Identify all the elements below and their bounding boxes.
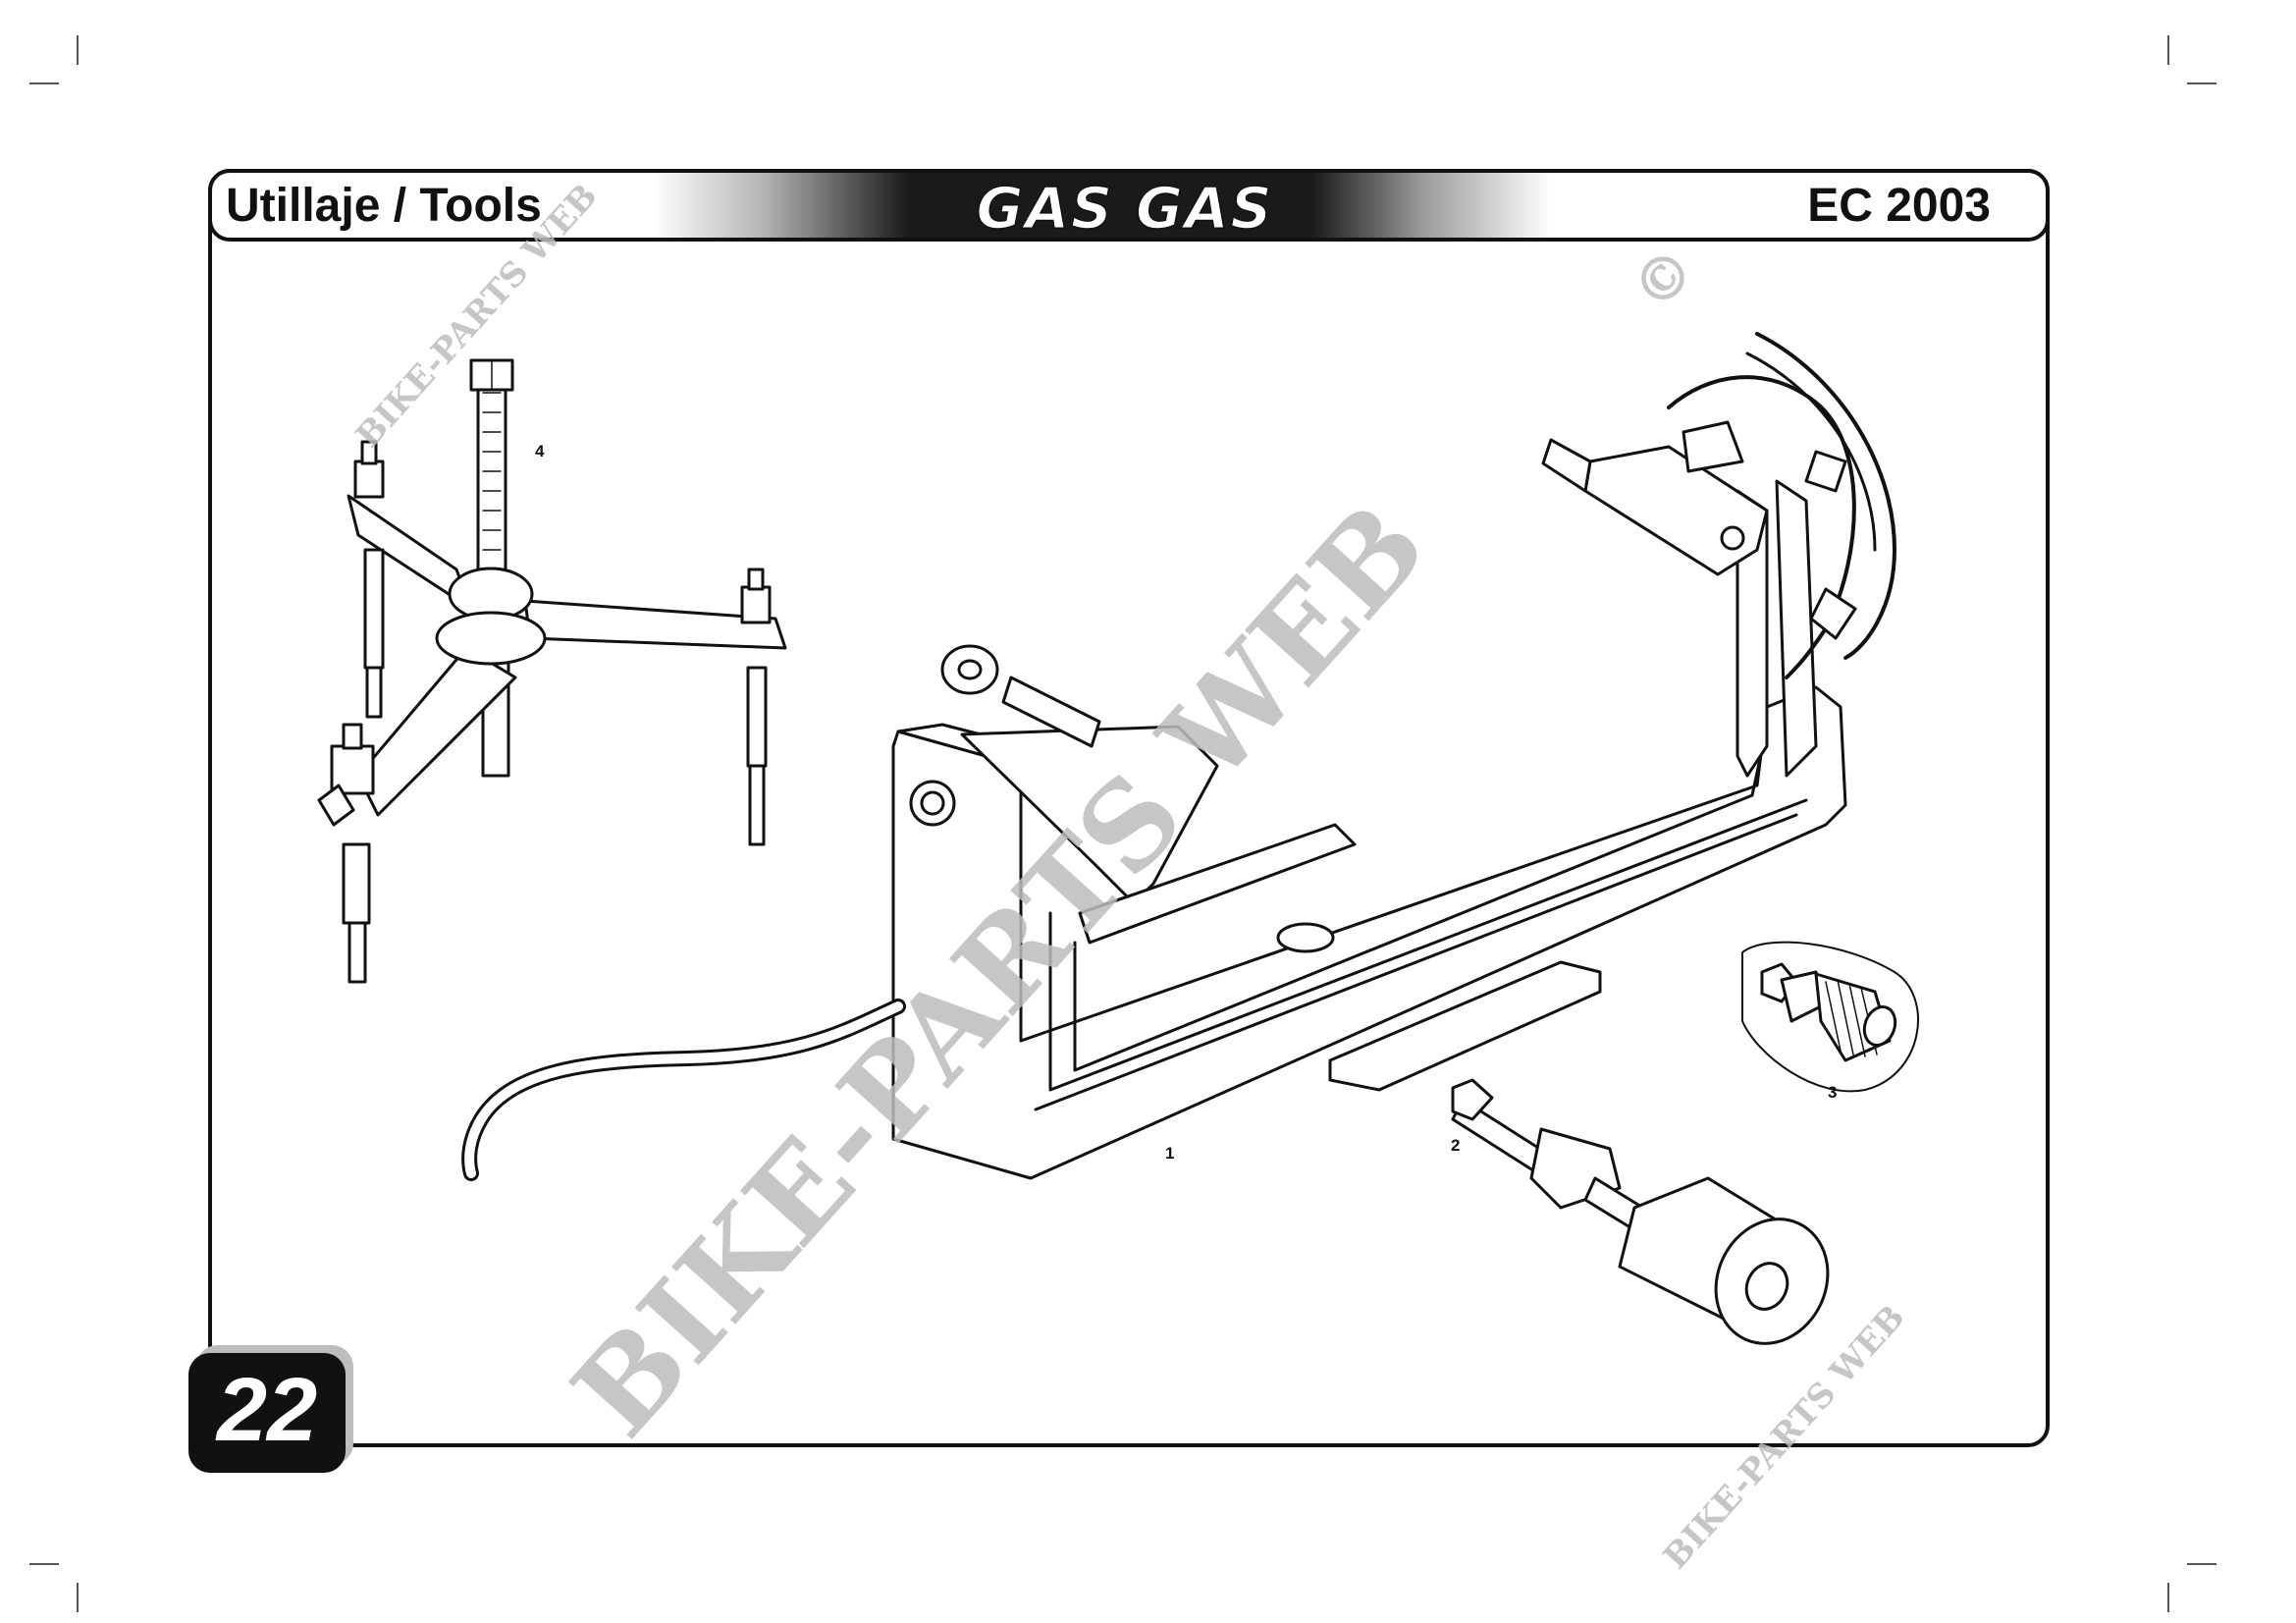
puller-leg — [363, 548, 385, 670]
puller-leg — [746, 666, 768, 768]
puller-hub-lower — [435, 611, 547, 666]
frame-base-plate — [1328, 960, 1602, 1092]
crop-mark — [2187, 1563, 2216, 1565]
callout-1: 1 — [1165, 1144, 1174, 1163]
crop-mark — [29, 82, 59, 84]
tool-3-extractor — [1741, 941, 1919, 1093]
frame-slide-bar — [1078, 823, 1357, 945]
brand-text: GAS GAS — [977, 175, 1274, 240]
callout-4: 4 — [535, 442, 545, 460]
page-number: 22 — [216, 1360, 318, 1460]
page-number-tab: 22 — [188, 1353, 346, 1473]
puller-arm-front — [356, 646, 517, 817]
frame-wedge — [960, 725, 1219, 905]
brand-logo: GAS GAS — [976, 175, 1274, 240]
crop-mark — [77, 1583, 79, 1612]
crop-mark — [29, 1563, 59, 1565]
crop-mark — [2167, 35, 2169, 65]
tool-2-flywheel-puller — [1451, 1078, 1830, 1345]
frame-disc — [1667, 375, 1856, 679]
crop-mark — [2167, 1583, 2169, 1612]
tool-1-frame — [461, 332, 1896, 1181]
frame-center-hole — [1276, 922, 1335, 953]
model-label: EC 2003 — [1807, 180, 1991, 232]
watermark-mark: © — [1619, 235, 1709, 324]
callout-2: 2 — [1451, 1136, 1460, 1155]
frame-body — [891, 685, 1847, 1180]
puller-nut — [740, 585, 772, 624]
frame-top-arm — [1583, 445, 1769, 576]
crop-mark — [2187, 82, 2216, 84]
callout-3: 3 — [1828, 1083, 1837, 1102]
crop-mark — [77, 35, 79, 65]
tool-4-puller — [317, 358, 787, 984]
header-bar: Utillaje / Tools GAS GAS EC 2003 — [208, 169, 2050, 242]
puller-2-hex — [1451, 1078, 1494, 1121]
puller-leg — [342, 842, 371, 925]
page-title: Utillaje / Tools — [226, 180, 542, 232]
puller-nut — [353, 460, 385, 499]
